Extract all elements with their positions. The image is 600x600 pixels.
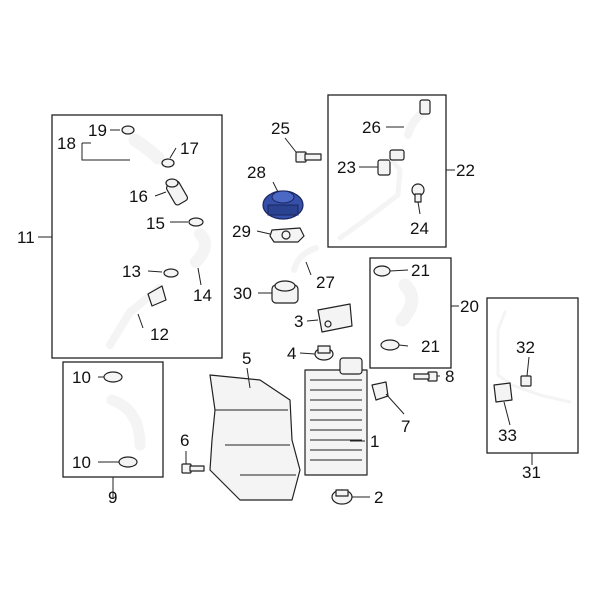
bolt-6[interactable]: [181, 463, 205, 474]
callout-18: 18: [57, 134, 76, 153]
callout-4: 4: [287, 344, 296, 363]
callout-13: 13: [122, 262, 141, 281]
clamp-10-top[interactable]: [103, 371, 123, 383]
bracket-3[interactable]: [317, 303, 353, 333]
callout-30: 30: [233, 284, 252, 303]
bolt-25[interactable]: [295, 151, 322, 163]
callout-15: 15: [146, 214, 165, 233]
clamp-13[interactable]: [163, 268, 179, 278]
callout-11: 11: [17, 228, 35, 247]
leader-lines: [38, 126, 533, 498]
callout-12: 12: [150, 325, 169, 344]
hose-31[interactable]: [496, 310, 572, 404]
intercooler-1[interactable]: [304, 357, 368, 476]
callout-16: 16: [129, 187, 148, 206]
callout-29: 29: [232, 222, 251, 241]
bolt-8[interactable]: [413, 371, 438, 382]
callout-26: 26: [362, 118, 381, 137]
connector-32[interactable]: [520, 375, 532, 387]
hose-9[interactable]: [106, 394, 146, 451]
callout-7: 7: [401, 417, 410, 436]
callout-6: 6: [180, 431, 189, 450]
clamp-17[interactable]: [161, 158, 175, 168]
callout-31: 31: [522, 463, 541, 482]
hose-27[interactable]: [291, 245, 319, 273]
bracket-23[interactable]: [377, 159, 391, 176]
mount-4[interactable]: [314, 345, 334, 361]
callout-1: 1: [370, 432, 379, 451]
callout-10-top: 10: [72, 368, 91, 387]
callout-20: 20: [460, 297, 479, 316]
hose-14[interactable]: [190, 228, 212, 268]
callout-9: 9: [108, 488, 117, 507]
callout-labels: 1 2 3 4 5 6 7 8 9 10 10 11 12 13 14 15 1…: [17, 118, 541, 507]
bracket-33[interactable]: [493, 382, 513, 403]
callout-28: 28: [247, 163, 266, 182]
callout-17: 17: [180, 139, 199, 158]
callout-2: 2: [374, 488, 383, 507]
clamp-15[interactable]: [188, 217, 204, 227]
pipe-12[interactable]: [106, 284, 167, 349]
group-box-20: [369, 257, 452, 369]
callout-5: 5: [242, 349, 251, 368]
callout-21-bottom: 21: [421, 337, 440, 356]
callout-25: 25: [271, 119, 290, 138]
hose-18[interactable]: [128, 133, 165, 165]
callout-27: 27: [316, 273, 335, 292]
bolt-24[interactable]: [411, 183, 425, 203]
pipe-16[interactable]: [165, 178, 189, 206]
gasket-29[interactable]: [269, 227, 305, 243]
callout-32: 32: [516, 338, 535, 357]
clamp-21-top[interactable]: [373, 265, 391, 277]
hose-26[interactable]: [404, 99, 431, 139]
callout-19: 19: [88, 121, 107, 140]
group-box-22: [327, 94, 447, 248]
clamp-19[interactable]: [121, 125, 135, 135]
callout-3: 3: [294, 312, 303, 331]
valve-30[interactable]: [271, 280, 299, 304]
callout-14: 14: [193, 286, 212, 305]
hose-20[interactable]: [395, 278, 419, 327]
callout-8: 8: [445, 367, 454, 386]
mount-2[interactable]: [331, 489, 353, 505]
callout-21-top: 21: [411, 261, 430, 280]
callout-22: 22: [456, 161, 475, 180]
callout-24: 24: [410, 219, 429, 238]
air-duct-5[interactable]: [209, 374, 301, 501]
valve-28[interactable]: [262, 190, 304, 220]
pipe-22[interactable]: [337, 149, 405, 241]
callout-23: 23: [337, 158, 356, 177]
callout-33: 33: [498, 426, 517, 445]
callout-10-bottom: 10: [72, 453, 91, 472]
bracket-7[interactable]: [371, 381, 389, 401]
clamp-21-bottom[interactable]: [380, 339, 400, 351]
clamp-10-bottom[interactable]: [118, 456, 138, 468]
